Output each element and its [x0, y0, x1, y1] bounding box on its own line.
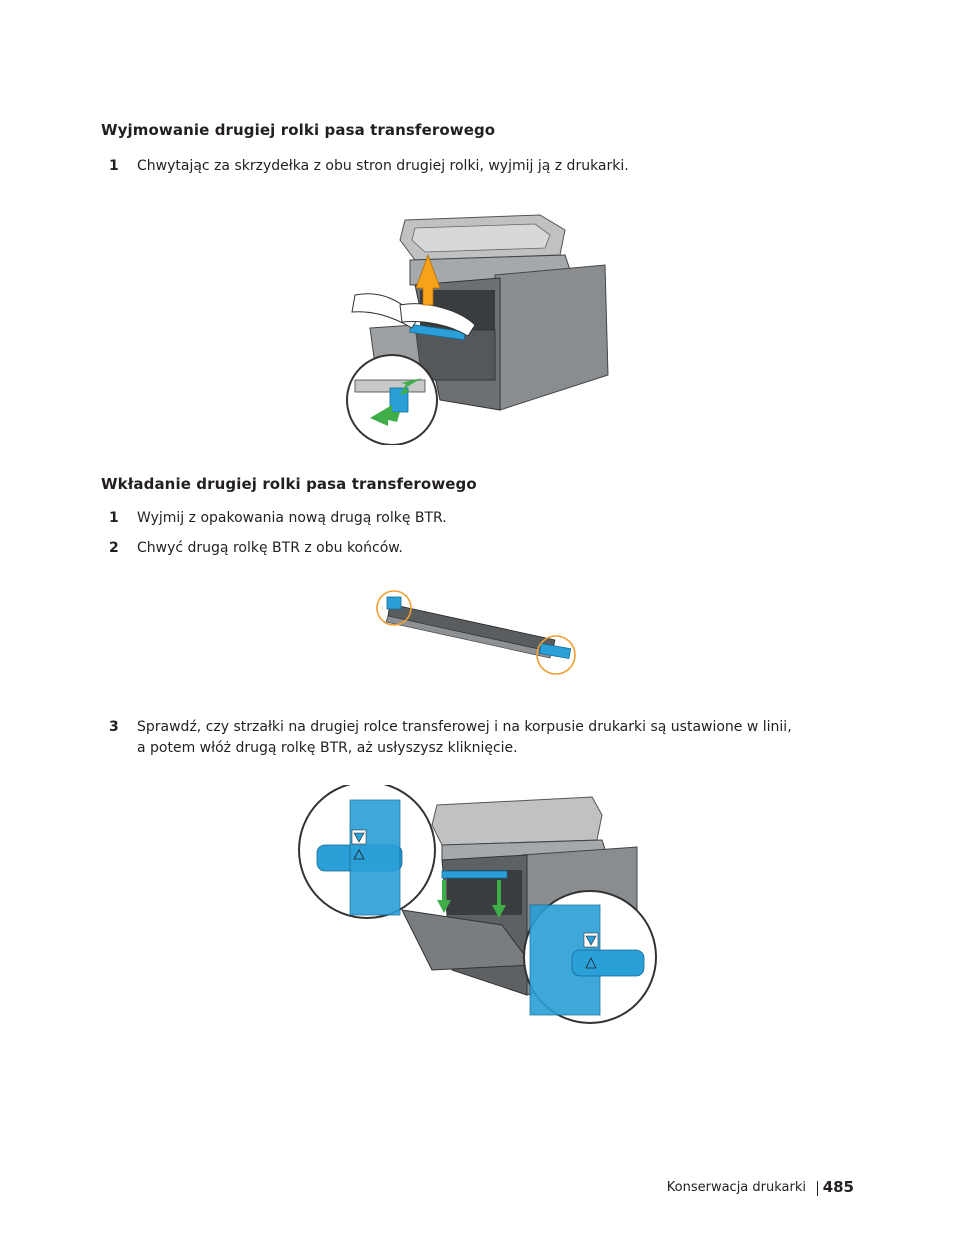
- step-number: 2: [109, 540, 119, 556]
- page-number: 485: [822, 1178, 854, 1196]
- step-text: Wyjmij z opakowania nową drugą rolkę BTR…: [137, 510, 447, 526]
- step-text: Chwytając za skrzydełka z obu stron drug…: [137, 158, 629, 174]
- section-heading-remove: Wyjmowanie drugiej rolki pasa transferow…: [101, 121, 496, 139]
- step-text-line-2: a potem włóż drugą rolkę BTR, aż usłyszy…: [137, 740, 518, 756]
- step-number: 1: [109, 158, 119, 174]
- footer-chapter-label: Konserwacja drukarki: [666, 1180, 806, 1195]
- footer-separator: [817, 1181, 818, 1196]
- figure-insert-roller: [298, 785, 657, 1024]
- section-heading-insert: Wkładanie drugiej rolki pasa transferowe…: [101, 475, 477, 493]
- step-number: 1: [109, 510, 119, 526]
- step-number: 3: [109, 719, 119, 735]
- step-text: Chwyć drugą rolkę BTR z obu końców.: [137, 540, 403, 556]
- figure-remove-roller: [346, 214, 609, 445]
- step-text-line-1: Sprawdź, czy strzałki na drugiej rolce t…: [137, 719, 792, 735]
- page-footer: Konserwacja drukarki 485: [600, 1178, 854, 1200]
- figure-btr-roller: [376, 590, 576, 675]
